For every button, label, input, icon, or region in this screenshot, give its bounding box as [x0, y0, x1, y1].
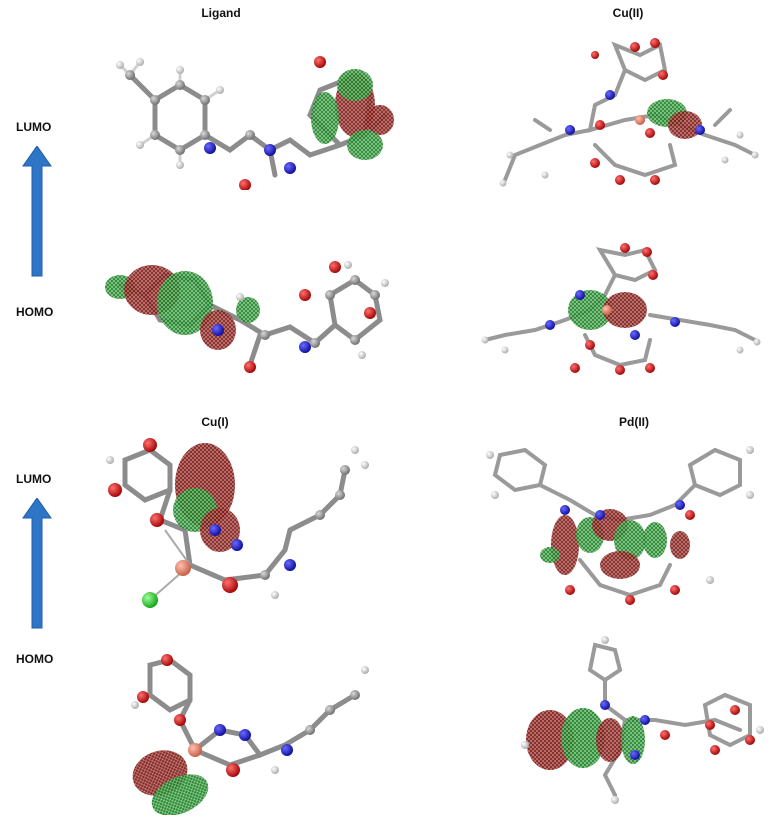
cu1-homo-structure — [131, 654, 369, 815]
panel-title-ligand: Ligand — [201, 6, 241, 20]
ligand-lumo-structure — [116, 56, 394, 190]
cu1-lumo-structure — [106, 438, 369, 608]
energy-arrow-top — [22, 146, 52, 277]
panel-title-cu1: Cu(I) — [201, 415, 229, 429]
label-homo-bottom: HOMO — [16, 652, 54, 666]
label-homo-top: HOMO — [16, 305, 54, 319]
label-lumo-bottom: LUMO — [16, 472, 52, 486]
label-lumo-top: LUMO — [16, 120, 52, 134]
pd2-homo-structure — [521, 636, 764, 804]
ligand-homo-structure — [105, 261, 389, 373]
panel-title-pd2: Pd(II) — [619, 415, 649, 429]
pd2-lumo-structure — [486, 446, 754, 605]
cu2-homo-structure — [481, 243, 761, 375]
panel-title-cu2: Cu(II) — [612, 6, 644, 20]
energy-arrow-bottom — [22, 498, 52, 629]
cu2-lumo-structure — [499, 38, 759, 187]
